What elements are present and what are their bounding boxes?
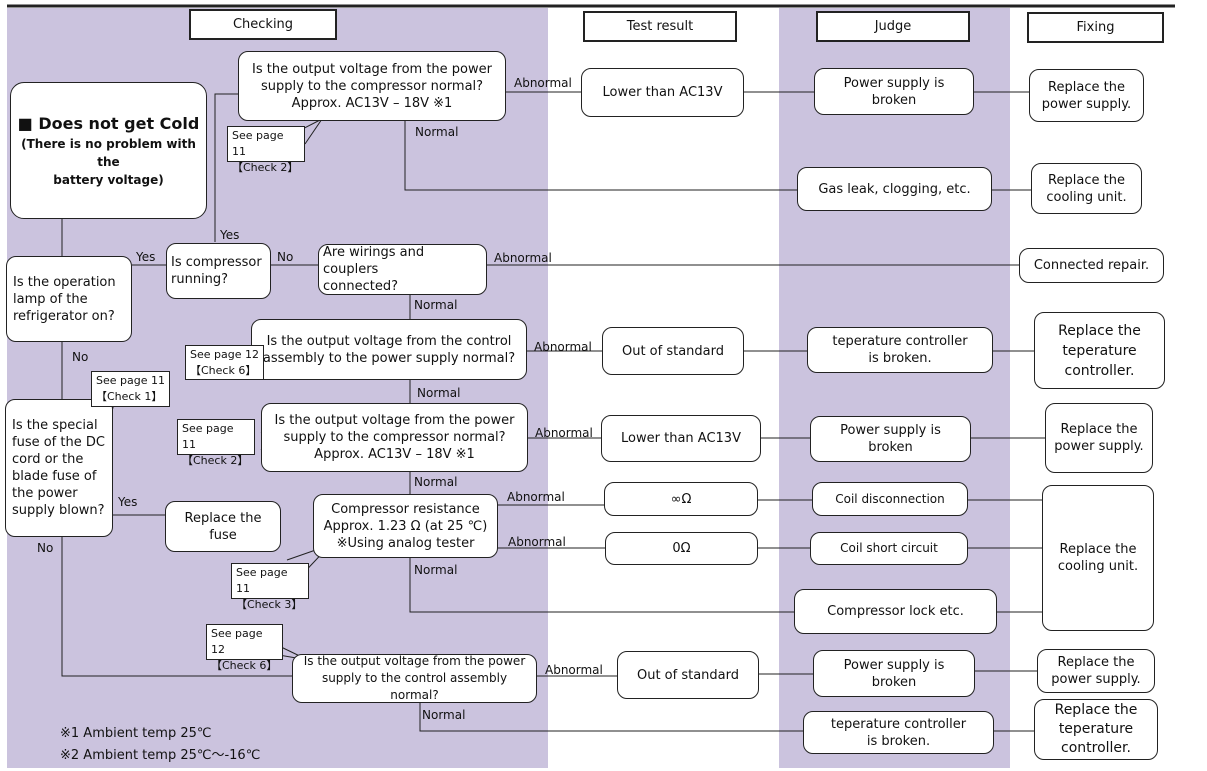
note-check1: See page 11 【Check 1】	[91, 371, 170, 407]
note-check2-a: See page 11 【Check 2】	[227, 126, 305, 174]
label-normal-resistance: Normal	[414, 563, 458, 577]
header-fixing: Fixing	[1027, 12, 1164, 43]
judge-power-supply-broken-3: Power supply is broken	[813, 650, 975, 697]
label-abnormal-control: Abnormal	[534, 340, 592, 354]
result-infinite-ohm: ∞Ω	[604, 482, 758, 516]
check-special-fuse: Is the special fuse of the DC cord or th…	[5, 399, 113, 537]
judge-power-supply-broken-2: Power supply is broken	[810, 416, 971, 462]
label-abnormal-control-supply: Abnormal	[545, 663, 603, 677]
judge-coil-short: Coil short circuit	[810, 532, 968, 565]
replace-fuse-box: Replace the fuse	[165, 501, 281, 552]
fix-replace-power-supply-2: Replace the power supply.	[1045, 403, 1153, 473]
label-normal-control-supply: Normal	[422, 708, 466, 722]
label-normal-control: Normal	[417, 386, 461, 400]
judge-power-supply-broken-1: Power supply is broken	[814, 68, 974, 115]
check-control-supply: Is the output voltage from the power sup…	[292, 654, 537, 703]
start-title: ■ Does not get Cold	[17, 113, 200, 133]
label-no-running: No	[277, 250, 294, 264]
label-abnormal-resistance-2: Abnormal	[508, 535, 566, 549]
fix-replace-power-supply-1: Replace the power supply.	[1029, 69, 1144, 122]
header-judge: Judge	[816, 11, 970, 42]
judge-gas-leak: Gas leak, clogging, etc.	[797, 167, 992, 211]
note-check6-b: See page 12 【Check 6】	[206, 624, 283, 672]
label-yes-fuse: Yes	[118, 495, 138, 509]
header-checking: Checking	[189, 9, 337, 40]
label-abnormal-wiring: Abnormal	[494, 251, 552, 265]
note-check2-b: See page 11 【Check 2】	[177, 419, 255, 467]
label-yes-lamp: Yes	[136, 250, 156, 264]
check-compressor-running: Is compressor running?	[166, 243, 271, 299]
result-lower-than-ac13v-1: Lower than AC13V	[581, 68, 744, 117]
label-no-lamp: No	[72, 350, 89, 364]
check-operation-lamp: Is the operation lamp of the refrigerato…	[6, 256, 132, 342]
fix-replace-temperature-controller-1: Replace the teperature controller.	[1034, 312, 1165, 389]
footnote-2: ※2 Ambient temp 25℃～-16℃	[60, 748, 261, 763]
note-check3: See page 11 【Check 3】	[231, 563, 309, 611]
result-out-of-standard-2: Out of standard	[617, 651, 759, 699]
check-output-voltage-2: Is the output voltage from the power sup…	[261, 403, 528, 472]
start-subtitle: (There is no problem with the battery vo…	[21, 136, 196, 187]
note-check6-a: See page 12 【Check 6】	[185, 345, 264, 380]
judge-temperature-controller-1: teperature controller is broken.	[807, 327, 993, 373]
label-yes-running: Yes	[220, 228, 240, 242]
check-compressor-resistance: Compressor resistance Approx. 1.23 Ω (at…	[313, 494, 498, 558]
fix-replace-temperature-controller-2: Replace the teperature controller.	[1034, 699, 1158, 760]
footnote-1: ※1 Ambient temp 25℃	[60, 726, 212, 741]
fix-connected-repair: Connected repair.	[1019, 248, 1164, 283]
fix-replace-cooling-unit-2: Replace the cooling unit.	[1042, 485, 1154, 631]
result-lower-than-ac13v-2: Lower than AC13V	[601, 415, 761, 462]
label-abnormal-voltage-2: Abnormal	[535, 426, 593, 440]
result-out-of-standard-1: Out of standard	[602, 327, 744, 375]
check-wirings: Are wirings and couplers connected?	[318, 244, 487, 295]
label-normal-wiring: Normal	[414, 298, 458, 312]
label-no-fuse: No	[37, 541, 54, 555]
check-control-assembly: Is the output voltage from the control a…	[251, 319, 527, 380]
label-abnormal-resistance-1: Abnormal	[507, 490, 565, 504]
label-normal-voltage-1: Normal	[415, 125, 459, 139]
judge-coil-disconnection: Coil disconnection	[812, 482, 968, 516]
judge-temperature-controller-2: teperature controller is broken.	[803, 711, 994, 754]
label-normal-voltage-2: Normal	[414, 475, 458, 489]
fix-replace-cooling-unit-1: Replace the cooling unit.	[1031, 163, 1142, 214]
check-output-voltage-1: Is the output voltage from the power sup…	[238, 51, 506, 121]
label-abnormal-voltage-1: Abnormal	[514, 76, 572, 90]
header-test-result: Test result	[583, 11, 737, 42]
fix-replace-power-supply-3: Replace the power supply.	[1037, 649, 1155, 693]
judge-column-band	[779, 8, 1010, 768]
result-zero-ohm: 0Ω	[605, 532, 758, 565]
judge-compressor-lock: Compressor lock etc.	[794, 589, 997, 634]
start-box: ■ Does not get Cold (There is no problem…	[10, 82, 207, 219]
